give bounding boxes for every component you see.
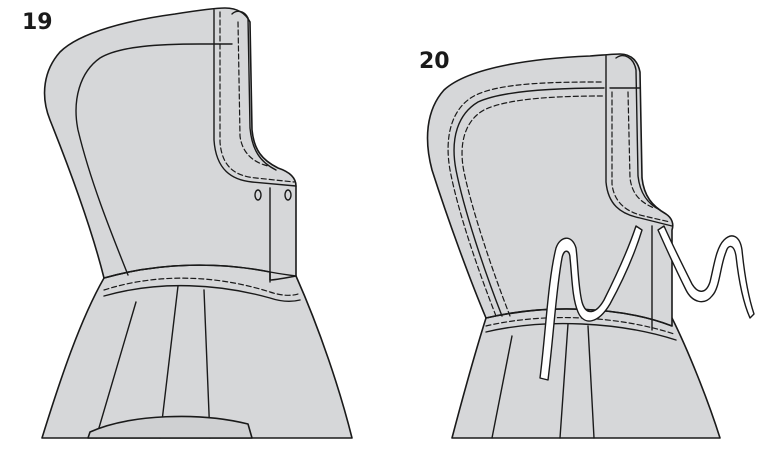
step-20-drawstring-right [657, 225, 755, 319]
step-19-waistband-stitch [103, 277, 299, 296]
step-19-pleat-2 [159, 285, 179, 439]
step-19-stitch-outer [219, 11, 295, 183]
step-19-eyelet-left [254, 189, 262, 201]
step-19-stitch-inner [237, 21, 269, 167]
step-19-hem-cuff [87, 415, 253, 439]
step-20-skirt [451, 307, 721, 439]
step-20-pleat-2 [559, 323, 569, 439]
step-20-stitch-band-2 [627, 91, 655, 209]
step-19-fold-line [75, 43, 233, 276]
step-19-eyelet-right [284, 189, 292, 201]
step-19-illustration [41, 7, 353, 439]
step-20-waistband-bottom [485, 322, 677, 341]
step-19-pleat-1 [95, 301, 137, 439]
step-number-19: 19 [22, 10, 53, 35]
step-19-band-inner [231, 10, 277, 171]
step-20-stitch-facing-1 [447, 81, 605, 317]
step-20-band-edge [605, 55, 673, 227]
step-19-skirt [41, 263, 353, 439]
step-number-20: 20 [419, 49, 450, 74]
step-19-pleat-3 [203, 289, 211, 439]
step-20-stitch-band-1 [611, 91, 671, 223]
step-19-waistband-bottom [103, 284, 301, 303]
step-20-facing-edge [453, 87, 605, 317]
step-20-stitch-facing-2 [461, 95, 605, 317]
step-19-band-edge [213, 9, 297, 187]
step-20-pleat-3 [587, 325, 595, 439]
step-20-pleat-1 [491, 335, 513, 439]
step-20-band-inner [615, 54, 661, 211]
step-20-illustration [426, 53, 755, 439]
step-19-waistband-top [103, 264, 297, 279]
step-20-drawstring-left [539, 225, 643, 381]
